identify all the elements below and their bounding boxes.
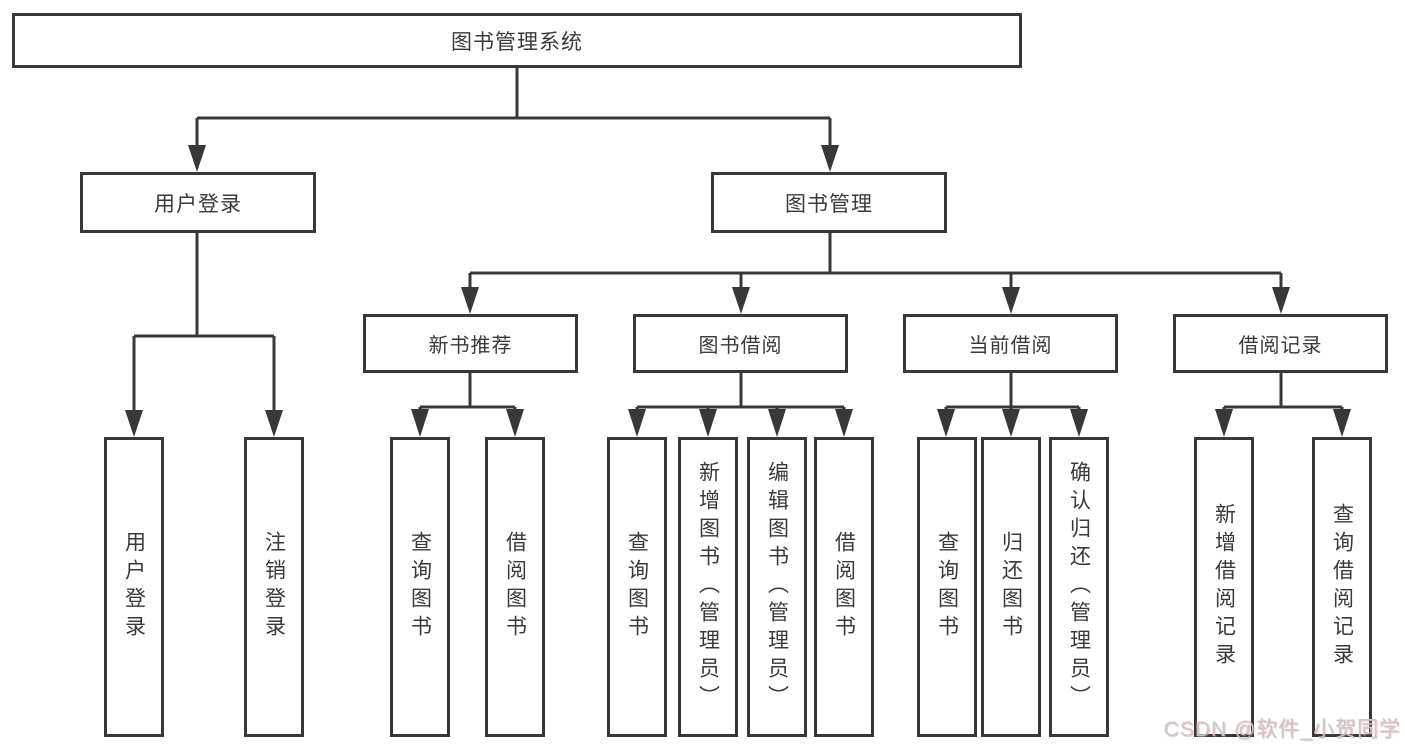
leaf-query-borrow-record-label: 查询借阅记录 [1330, 503, 1354, 671]
leaf-user-login: 用户登录 [104, 437, 164, 737]
leaf-query-books-recommend: 查询图书 [390, 437, 450, 737]
leaf-edit-book-admin-label: 编辑图书（管理员） [765, 461, 789, 713]
leaf-confirm-return-admin: 确认归还（管理员） [1049, 437, 1109, 737]
leaf-return-books-label: 归还图书 [999, 531, 1023, 643]
leaf-add-book-admin: 新增图书（管理员） [678, 437, 738, 737]
leaf-query-books-borrow-label: 查询图书 [625, 531, 649, 643]
leaf-add-borrow-record-label: 新增借阅记录 [1212, 503, 1236, 671]
leaf-borrow-books: 借阅图书 [814, 437, 874, 737]
leaf-query-books-current-label: 查询图书 [935, 531, 959, 643]
leaf-confirm-return-admin-label: 确认归还（管理员） [1067, 461, 1091, 713]
leaf-borrow-books-label: 借阅图书 [832, 531, 856, 643]
leaf-add-book-admin-label: 新增图书（管理员） [696, 461, 720, 713]
node-library-management-system: 图书管理系统 [12, 13, 1022, 68]
leaf-return-books: 归还图书 [981, 437, 1041, 737]
node-borrow-records: 借阅记录 [1173, 314, 1388, 373]
leaf-logout-login: 注销登录 [244, 437, 304, 737]
node-current-borrow: 当前借阅 [903, 314, 1118, 373]
node-new-book-recommend: 新书推荐 [363, 314, 578, 373]
leaf-query-books-recommend-label: 查询图书 [408, 531, 432, 643]
leaf-borrow-books-recommend-label: 借阅图书 [503, 531, 527, 643]
leaf-borrow-books-recommend: 借阅图书 [485, 437, 545, 737]
leaf-user-login-label: 用户登录 [122, 531, 146, 643]
csdn-watermark: CSDN @软件_小贺同学 [1163, 718, 1401, 741]
leaf-logout-login-label: 注销登录 [262, 531, 286, 643]
node-user-login: 用户登录 [80, 172, 316, 233]
leaf-query-books-current: 查询图书 [917, 437, 977, 737]
node-book-borrow: 图书借阅 [633, 314, 848, 373]
leaf-query-borrow-record: 查询借阅记录 [1312, 437, 1372, 737]
leaf-edit-book-admin: 编辑图书（管理员） [747, 437, 807, 737]
node-book-management: 图书管理 [711, 172, 947, 233]
leaf-add-borrow-record: 新增借阅记录 [1194, 437, 1254, 737]
leaf-query-books-borrow: 查询图书 [607, 437, 667, 737]
